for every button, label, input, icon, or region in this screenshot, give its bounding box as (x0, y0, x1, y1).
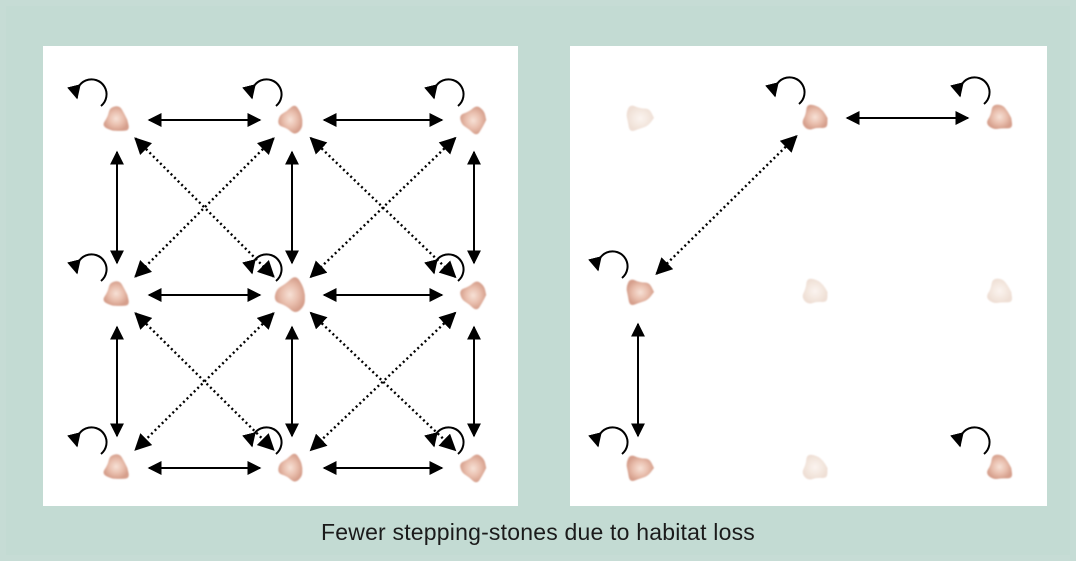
panel-right-patch-r1c0-active (626, 279, 654, 305)
panel-right-self-loop-r0c2 (950, 76, 991, 105)
panel-left-patch-r1c2-active (460, 281, 487, 310)
figure-caption: Fewer stepping-stones due to habitat los… (321, 519, 755, 545)
panel-left-patch-r0c2-active (460, 106, 487, 135)
panel-right-self-loop-r0c1 (765, 76, 806, 105)
panel-left-dotted-link-3 (309, 136, 457, 279)
panel-right-patch-r0c1-active (802, 104, 828, 130)
panel-right-self-loop-r2c2 (950, 426, 991, 455)
panel-right-patch-r1c1-lost (802, 278, 828, 304)
panel-right-dotted-link-0 (655, 135, 798, 275)
panel-right-patch-r2c2-active (987, 454, 1013, 480)
panel-left-dotted-link-7 (309, 311, 457, 452)
panel-left-patch-r2c2-active (460, 454, 487, 483)
panel-right-patch-r2c0-active (626, 455, 654, 481)
panel-left-patch-r1c0-active (103, 281, 129, 306)
panel-left-self-loop-r0c1 (242, 78, 283, 107)
panel-right-patch-r1c2-lost (987, 278, 1013, 304)
panel-left-self-loop-r1c1 (242, 253, 283, 282)
panel-left-patch-r0c1-active (278, 105, 303, 134)
panel-right-patch-r0c2-active (987, 104, 1013, 130)
panel-left-patch-r2c0-active (103, 454, 129, 479)
panel-left-patch-r0c0-active (103, 106, 129, 131)
panel-right-patch-r0c0-lost (626, 105, 654, 131)
panel-right-self-loop-r2c0 (588, 426, 629, 455)
panel-left-dotted-link-4 (134, 312, 275, 451)
panel-right-self-loop-r1c0 (588, 250, 629, 279)
panel-left-self-loop-r2c1 (242, 426, 283, 455)
panel-left-self-loop-r0c0 (67, 78, 108, 107)
panel-left-self-loop-r2c0 (67, 426, 108, 455)
panel-left-self-loop-r1c2 (424, 253, 465, 282)
panel-left-self-loop-r1c0 (67, 253, 108, 282)
panel-left-self-loop-r0c2 (424, 78, 465, 107)
panel-right-patch-r2c1-lost (802, 454, 828, 480)
panel-left-patch-r1c1-active (274, 277, 305, 313)
panel-left-dotted-link-5 (134, 312, 275, 451)
panel-left-patch-r2c1-active (278, 453, 303, 482)
panel-left-self-loop-r2c2 (424, 426, 465, 455)
